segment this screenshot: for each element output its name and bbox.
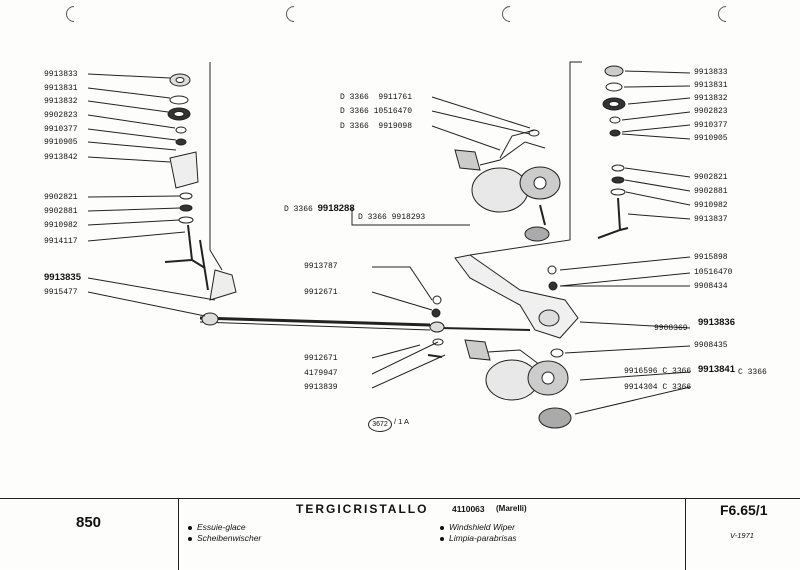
part-number: 9913787 (304, 262, 338, 271)
part-number: 9902821 (694, 173, 728, 182)
assembly-number: 9913835 (44, 272, 81, 283)
part-number: 9913832 (694, 94, 728, 103)
part-number: D 3366 10516470 (340, 107, 413, 116)
bullet-icon (188, 525, 192, 530)
assembly-part-number: 4110063 (452, 504, 485, 514)
part-number: 9902823 (694, 107, 728, 116)
part-number: D 3366 9918293 (358, 213, 426, 222)
title-block (0, 498, 800, 570)
reference-note: / 1 A (394, 417, 410, 426)
bullet-icon (440, 525, 444, 530)
part-number: D 3366 9911761 (340, 93, 413, 102)
assembly-number: 9913841 (698, 364, 735, 375)
part-number: 9913837 (694, 215, 728, 224)
part-number: 9902881 (44, 207, 78, 216)
divider (178, 499, 179, 570)
part-number: 9908369 (654, 324, 688, 333)
bullet-icon (440, 536, 444, 541)
issue-date: V-1971 (730, 531, 754, 540)
part-number: 9913831 (694, 81, 728, 90)
part-number: 9913842 (44, 153, 78, 162)
assembly-number: 9913836 (698, 317, 735, 328)
model-number: 850 (76, 514, 102, 531)
part-number: 9910905 (694, 134, 728, 143)
part-number: 10516470 (694, 268, 733, 277)
part-number: 9902881 (694, 187, 728, 196)
manufacturer: (Marelli) (496, 504, 527, 513)
part-number: 9910377 (44, 125, 78, 134)
part-number: 9910982 (694, 201, 728, 210)
reference-stamp: 3672 (368, 417, 392, 432)
description-en-es: Windshield Wiper Limpia-parabrisas (440, 522, 517, 544)
part-number: 9914117 (44, 237, 78, 246)
bullet-icon (188, 536, 192, 541)
part-number: 9913832 (44, 97, 78, 106)
part-number: 9913833 (694, 68, 728, 77)
part-number: 9914304 C 3366 (624, 383, 692, 392)
part-number: D 3366 9919098 (340, 122, 413, 131)
part-number: 9908435 (694, 341, 728, 350)
part-number: 9912671 (304, 354, 338, 363)
exploded-diagram (87, 61, 691, 429)
part-number: 9908434 (694, 282, 728, 291)
part-number: 9913839 (304, 383, 338, 392)
part-number: 9902821 (44, 193, 78, 202)
part-number: 9910982 (44, 221, 78, 230)
divider (685, 499, 686, 570)
assembly-number: D 3366 9918288 (284, 203, 355, 214)
variant-code: C 3366 (738, 368, 767, 377)
part-number: 9913833 (44, 70, 78, 79)
part-number: 9910905 (44, 138, 78, 147)
assembly-title: TERGICRISTALLO (296, 502, 429, 516)
description-fr-de: Essuie-glace Scheibenwischer (188, 522, 261, 544)
part-number: 4179947 (304, 369, 338, 378)
part-number: 9910377 (694, 121, 728, 130)
part-number: 9913831 (44, 84, 78, 93)
part-number: 9912671 (304, 288, 338, 297)
part-number: 9902823 (44, 111, 78, 120)
part-number: 9916596 C 3366 (624, 367, 692, 376)
part-number: 9915477 (44, 288, 78, 297)
page-code: F6.65/1 (720, 502, 768, 518)
part-number: 9915898 (694, 253, 728, 262)
